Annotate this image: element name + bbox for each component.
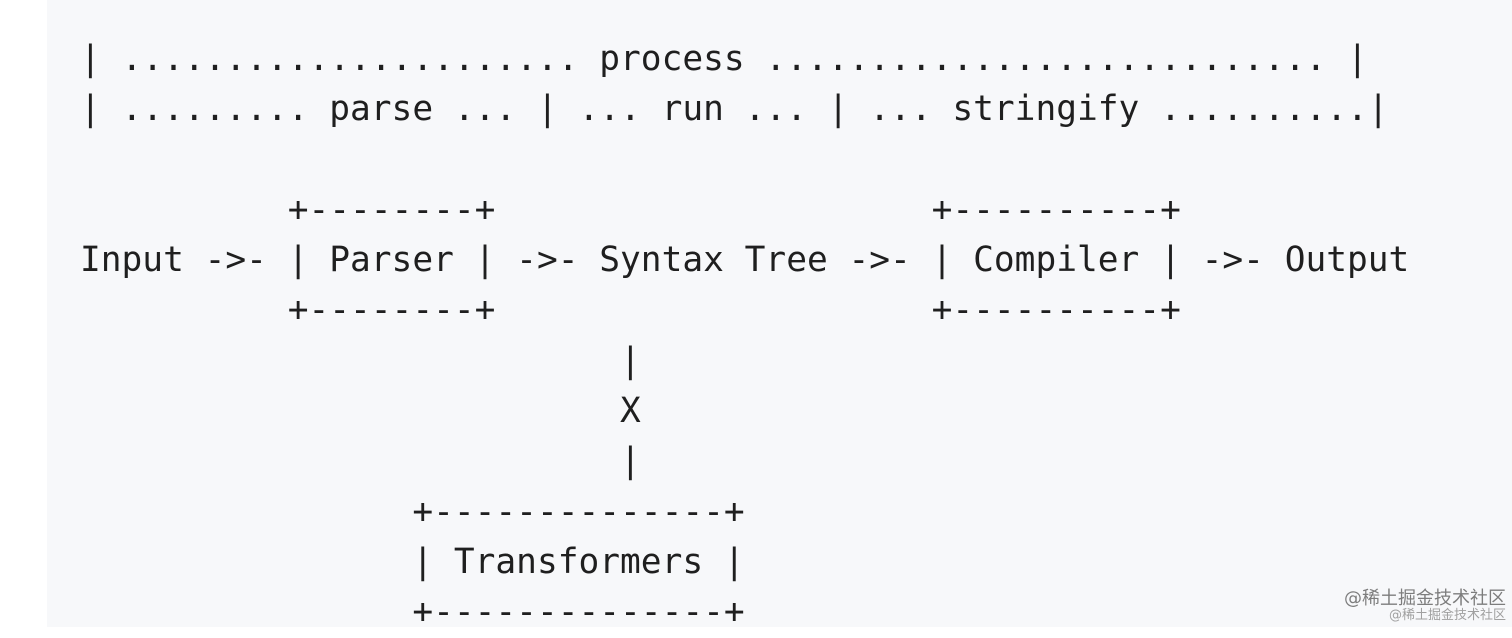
watermark: @稀土掘金技术社区 @稀土掘金技术社区 (1344, 589, 1506, 623)
connector-x: X (80, 391, 641, 432)
connector-line-lower: | (80, 441, 641, 482)
process-line: | ...................... process .......… (80, 39, 1368, 79)
transformers-box: | Transformers | (80, 541, 745, 582)
blank-line (80, 135, 1409, 185)
connector-line-upper: | (80, 340, 641, 381)
diagram-panel (47, 0, 1512, 627)
pipeline-line: Input ->- | Parser | ->- Syntax Tree ->-… (80, 240, 1410, 281)
watermark-sub: @稀土掘金技术社区 (1388, 608, 1506, 623)
parser-compiler-top-border: +--------+ +----------+ (80, 189, 1181, 230)
phases-line: | ......... parse ... | ... run ... | ..… (80, 89, 1389, 130)
ascii-diagram: | ...................... process .......… (80, 34, 1409, 638)
watermark-main: @稀土掘金技术社区 (1344, 588, 1506, 609)
transformers-top-border: +--------------+ (80, 491, 745, 532)
transformers-bottom-border: +--------------+ (80, 592, 745, 633)
parser-compiler-bottom-border: +--------+ +----------+ (80, 290, 1181, 331)
